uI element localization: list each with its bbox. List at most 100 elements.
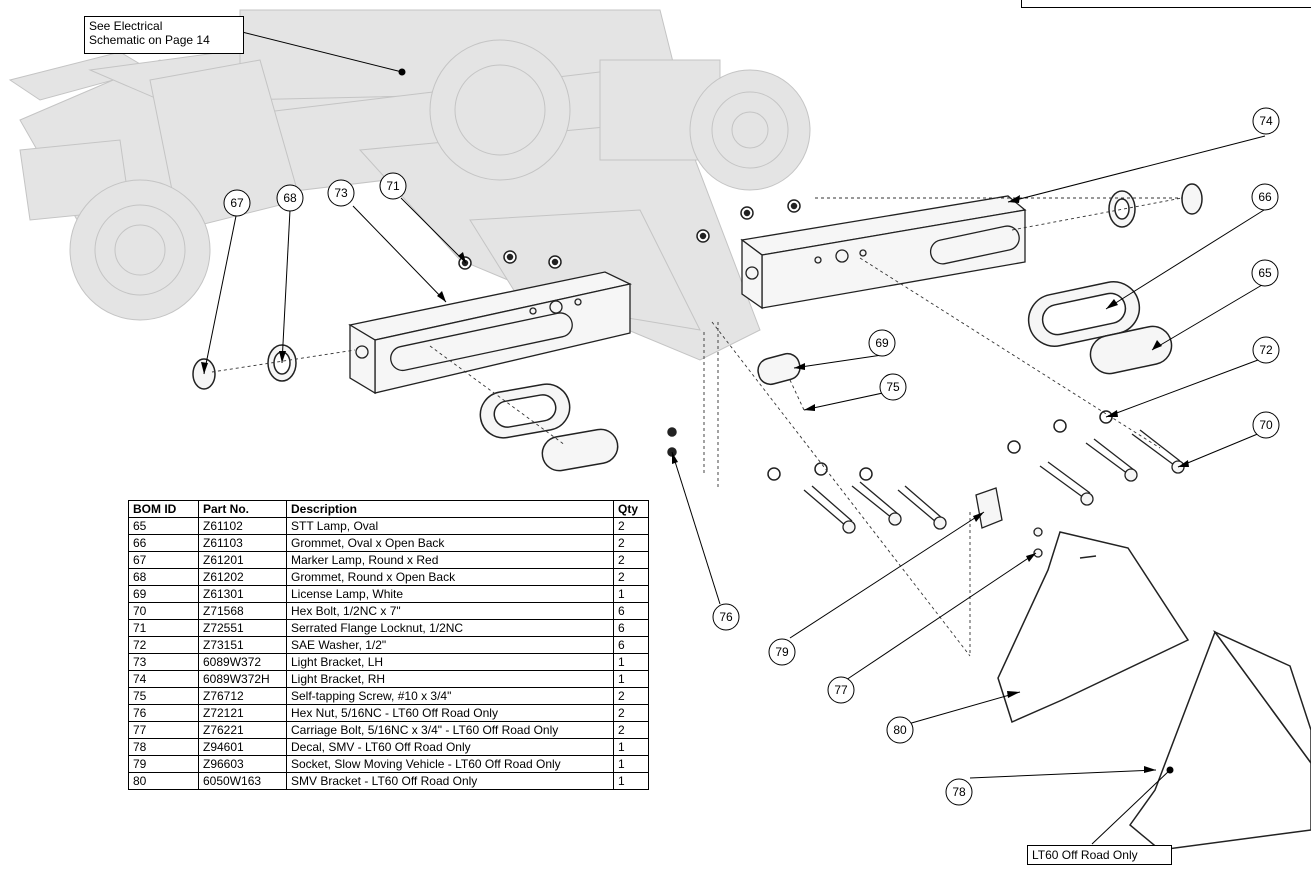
- description-cell: STT Lamp, Oval: [286, 517, 614, 535]
- trailer-frame-ghost: [8, 9, 811, 361]
- description-cell: Grommet, Oval x Open Back: [286, 534, 614, 552]
- hardware: [458, 199, 1113, 481]
- qty-cell: 1: [613, 670, 649, 688]
- part-no-cell: Z61201: [198, 551, 287, 569]
- callout-labels: 74 66 65 72 70 69 75 67 68 73 71 76 79 7…: [230, 114, 1273, 799]
- bom-id-cell: 76: [128, 704, 199, 722]
- bom-id-cell: 65: [128, 517, 199, 535]
- callout-circles: [223, 107, 1280, 806]
- smv-assembly: [997, 531, 1311, 851]
- bom-id-cell: 79: [128, 755, 199, 773]
- callout-76: 76: [719, 610, 733, 624]
- qty-cell: 2: [613, 721, 649, 739]
- description-cell: Hex Bolt, 1/2NC x 7": [286, 602, 614, 620]
- bom-id-cell: 67: [128, 551, 199, 569]
- leader-lines: [203, 29, 1266, 845]
- qty-cell: 1: [613, 772, 649, 790]
- description-cell: SAE Washer, 1/2": [286, 636, 614, 654]
- hex-bolts: [803, 429, 1185, 558]
- bom-id-cell: 73: [128, 653, 199, 671]
- bom-id-cell: 75: [128, 687, 199, 705]
- bom-id-cell: 68: [128, 568, 199, 586]
- bom-id-cell: 78: [128, 738, 199, 756]
- light-bracket-rh: [740, 195, 1027, 310]
- callout-65: 65: [1258, 266, 1272, 280]
- callout-75: 75: [886, 380, 900, 394]
- description-cell: SMV Bracket - LT60 Off Road Only: [286, 772, 614, 790]
- qty-cell: 1: [613, 653, 649, 671]
- part-no-cell: 6089W372H: [198, 670, 287, 688]
- leader-arrows: [201, 195, 1189, 773]
- bom-header-qty: Qty: [613, 500, 649, 518]
- description-cell: Self-tapping Screw, #10 x 3/4": [286, 687, 614, 705]
- part-no-cell: Z61102: [198, 517, 287, 535]
- part-no-cell: Z76712: [198, 687, 287, 705]
- callout-72: 72: [1259, 343, 1273, 357]
- part-no-cell: 6050W163: [198, 772, 287, 790]
- part-no-cell: Z73151: [198, 636, 287, 654]
- description-cell: Marker Lamp, Round x Red: [286, 551, 614, 569]
- bom-header-part: Part No.: [198, 500, 287, 518]
- description-cell: Hex Nut, 5/16NC - LT60 Off Road Only: [286, 704, 614, 722]
- bom-header-row: BOM ID Part No. Description Qty: [128, 500, 649, 518]
- qty-cell: 6: [613, 636, 649, 654]
- part-no-cell: Z72551: [198, 619, 287, 637]
- description-cell: Grommet, Round x Open Back: [286, 568, 614, 586]
- callout-71: 71: [386, 179, 400, 193]
- bom-id-cell: 66: [128, 534, 199, 552]
- bom-header-description: Description: [286, 500, 614, 518]
- bom-id-cell: 70: [128, 602, 199, 620]
- description-cell: License Lamp, White: [286, 585, 614, 603]
- callout-80: 80: [893, 723, 907, 737]
- bom-header-id: BOM ID: [128, 500, 199, 518]
- part-no-cell: Z76221: [198, 721, 287, 739]
- light-bracket-lh: [348, 271, 632, 395]
- callout-73: 73: [334, 186, 348, 200]
- qty-cell: 1: [613, 755, 649, 773]
- bom-id-cell: 74: [128, 670, 199, 688]
- bom-id-cell: 71: [128, 619, 199, 637]
- callout-69: 69: [875, 336, 889, 350]
- callout-68: 68: [283, 191, 297, 205]
- callout-66: 66: [1258, 190, 1272, 204]
- description-cell: Socket, Slow Moving Vehicle - LT60 Off R…: [286, 755, 614, 773]
- description-cell: Carriage Bolt, 5/16NC x 3/4" - LT60 Off …: [286, 721, 614, 739]
- part-no-cell: 6089W372: [198, 653, 287, 671]
- qty-cell: 2: [613, 517, 649, 535]
- description-cell: Light Bracket, RH: [286, 670, 614, 688]
- qty-cell: 2: [613, 687, 649, 705]
- offroad-only-note: LT60 Off Road Only: [1027, 845, 1172, 865]
- bom-id-cell: 80: [128, 772, 199, 790]
- qty-cell: 2: [613, 551, 649, 569]
- callout-78: 78: [952, 785, 966, 799]
- callout-77: 77: [834, 683, 848, 697]
- title-block-edge: [1021, 0, 1311, 8]
- callout-79: 79: [775, 645, 789, 659]
- qty-cell: 6: [613, 602, 649, 620]
- part-no-cell: Z72121: [198, 704, 287, 722]
- leader-dots: [398, 68, 1174, 774]
- description-cell: Serrated Flange Locknut, 1/2NC: [286, 619, 614, 637]
- part-no-cell: Z61103: [198, 534, 287, 552]
- lamp-parts: [192, 183, 1203, 472]
- qty-cell: 2: [613, 534, 649, 552]
- callout-67: 67: [230, 196, 244, 210]
- bom-id-cell: 69: [128, 585, 199, 603]
- description-cell: Light Bracket, LH: [286, 653, 614, 671]
